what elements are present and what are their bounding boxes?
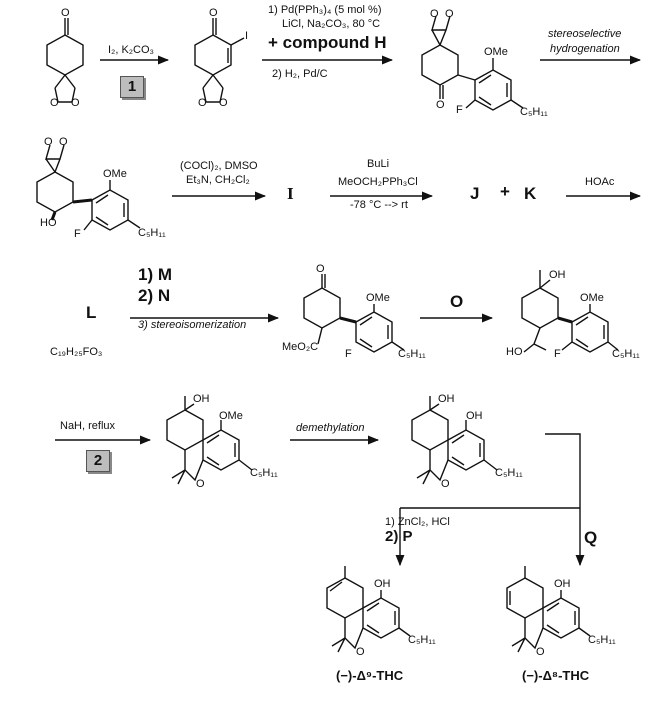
step9-box: 2 <box>86 450 110 472</box>
atom-meo2c: MeO₂C <box>282 341 319 353</box>
atom-ho: HO <box>40 217 57 229</box>
atom-o: O <box>445 8 454 20</box>
atom-o: O <box>198 97 207 109</box>
step2-line3: + compound H <box>268 33 387 52</box>
branch-line <box>545 433 581 508</box>
product-delta9-thc: (−)-Δ⁹-THC <box>336 668 404 683</box>
atom-c5h11: C₅H₁₁ <box>408 634 436 646</box>
step3-line2: hydrogenation <box>550 43 620 55</box>
atom-o: O <box>430 8 439 20</box>
atom-o: O <box>44 136 53 148</box>
atom-o: O <box>50 97 59 109</box>
step10-line1: demethylation <box>296 422 365 434</box>
step4-line1: (COCl)₂, DMSO <box>180 160 258 172</box>
atom-f: F <box>554 348 561 360</box>
step7-line1: 1) M <box>138 265 172 284</box>
compound-l-formula: C₁₉H₂₅FO₃ <box>50 346 103 358</box>
atom-o: O <box>536 646 545 658</box>
atom-oh: OH <box>549 269 566 281</box>
atom-c5h11: C₅H₁₁ <box>250 467 278 479</box>
atom-ho: HO <box>506 346 523 358</box>
step11-line1: 1) ZnCl₂, HCl <box>385 516 450 528</box>
atom-o: O <box>209 7 218 19</box>
compound-l: L <box>86 303 97 322</box>
step4-line2: Et₃N, CH₂Cl₂ <box>186 174 250 186</box>
atom-ome: OMe <box>219 410 243 422</box>
step11-line2: 2) P <box>385 528 413 545</box>
delta8-thc-structure <box>506 566 591 653</box>
atom-o: O <box>71 97 80 109</box>
step6-line1: HOAc <box>585 176 615 188</box>
step2-line4: 2) H₂, Pd/C <box>272 68 328 80</box>
step5-line1: BuLi <box>367 158 390 170</box>
atom-o: O <box>436 99 445 111</box>
starting-material <box>46 18 84 103</box>
compound-i: I <box>287 184 294 203</box>
step9-line1: NaH, reflux <box>60 420 116 432</box>
atom-ome: OMe <box>580 292 604 304</box>
atom-oh: OH <box>374 578 391 590</box>
product-delta8-thc: (−)-Δ⁸-THC <box>522 668 590 683</box>
iodoenone <box>194 18 245 103</box>
atom-o: O <box>356 646 365 658</box>
compound-k: K <box>524 184 537 203</box>
ketoester <box>303 274 405 353</box>
step1-reagents: I₂, K₂CO₃ <box>108 44 155 56</box>
step7-line2: 2) N <box>138 286 171 305</box>
atom-o: O <box>219 97 228 109</box>
atom-f: F <box>74 228 81 240</box>
atom-oh: OH <box>193 393 210 405</box>
atom-c5h11: C₅H₁₁ <box>398 348 426 360</box>
step7-line3: 3) stereoisomerization <box>138 319 247 331</box>
atom-ome: OMe <box>103 168 127 180</box>
atom-c5h11: C₅H₁₁ <box>138 227 166 239</box>
atom-c5h11: C₅H₁₁ <box>495 467 523 479</box>
atom-o: O <box>316 263 325 275</box>
hydrogenated-alcohol <box>36 144 141 231</box>
atom-o: O <box>196 478 205 490</box>
atom-f: F <box>456 104 463 116</box>
atom-o: O <box>61 7 70 19</box>
atom-ome: OMe <box>484 46 508 58</box>
step5-line2: MeOCH₂PPh₃Cl <box>338 176 418 188</box>
atom-i: I <box>245 30 249 42</box>
atom-c5h11: C₅H₁₁ <box>588 634 616 646</box>
methyl-ether-tricycle <box>166 396 253 485</box>
atom-oh: OH <box>466 410 483 422</box>
step12-line1: Q <box>584 528 598 547</box>
atom-oh: OH <box>554 578 571 590</box>
atom-c5h11: C₅H₁₁ <box>520 106 548 118</box>
atom-c5h11: C₅H₁₁ <box>612 348 640 360</box>
atom-oh: OH <box>438 393 455 405</box>
step2-line2: LiCl, Na₂CO₃, 80 °C <box>282 18 381 30</box>
step1-box: 1 <box>120 76 144 98</box>
atom-o: O <box>441 478 450 490</box>
delta9-thc-structure <box>326 566 411 653</box>
atom-f: F <box>345 348 352 360</box>
phenol-tricycle <box>411 396 498 485</box>
step2-line1: 1) Pd(PPh₃)₄ (5 mol %) <box>268 4 382 16</box>
plus-sign: + <box>500 182 510 201</box>
compound-j: J <box>470 184 480 203</box>
atom-ome: OMe <box>366 292 390 304</box>
diol <box>521 270 619 353</box>
step8-line1: O <box>450 292 464 311</box>
step5-line3: -78 °C --> rt <box>350 199 408 211</box>
step3-line1: stereoselective <box>548 28 622 40</box>
atom-o: O <box>59 136 68 148</box>
coupled-ketone <box>421 15 524 111</box>
